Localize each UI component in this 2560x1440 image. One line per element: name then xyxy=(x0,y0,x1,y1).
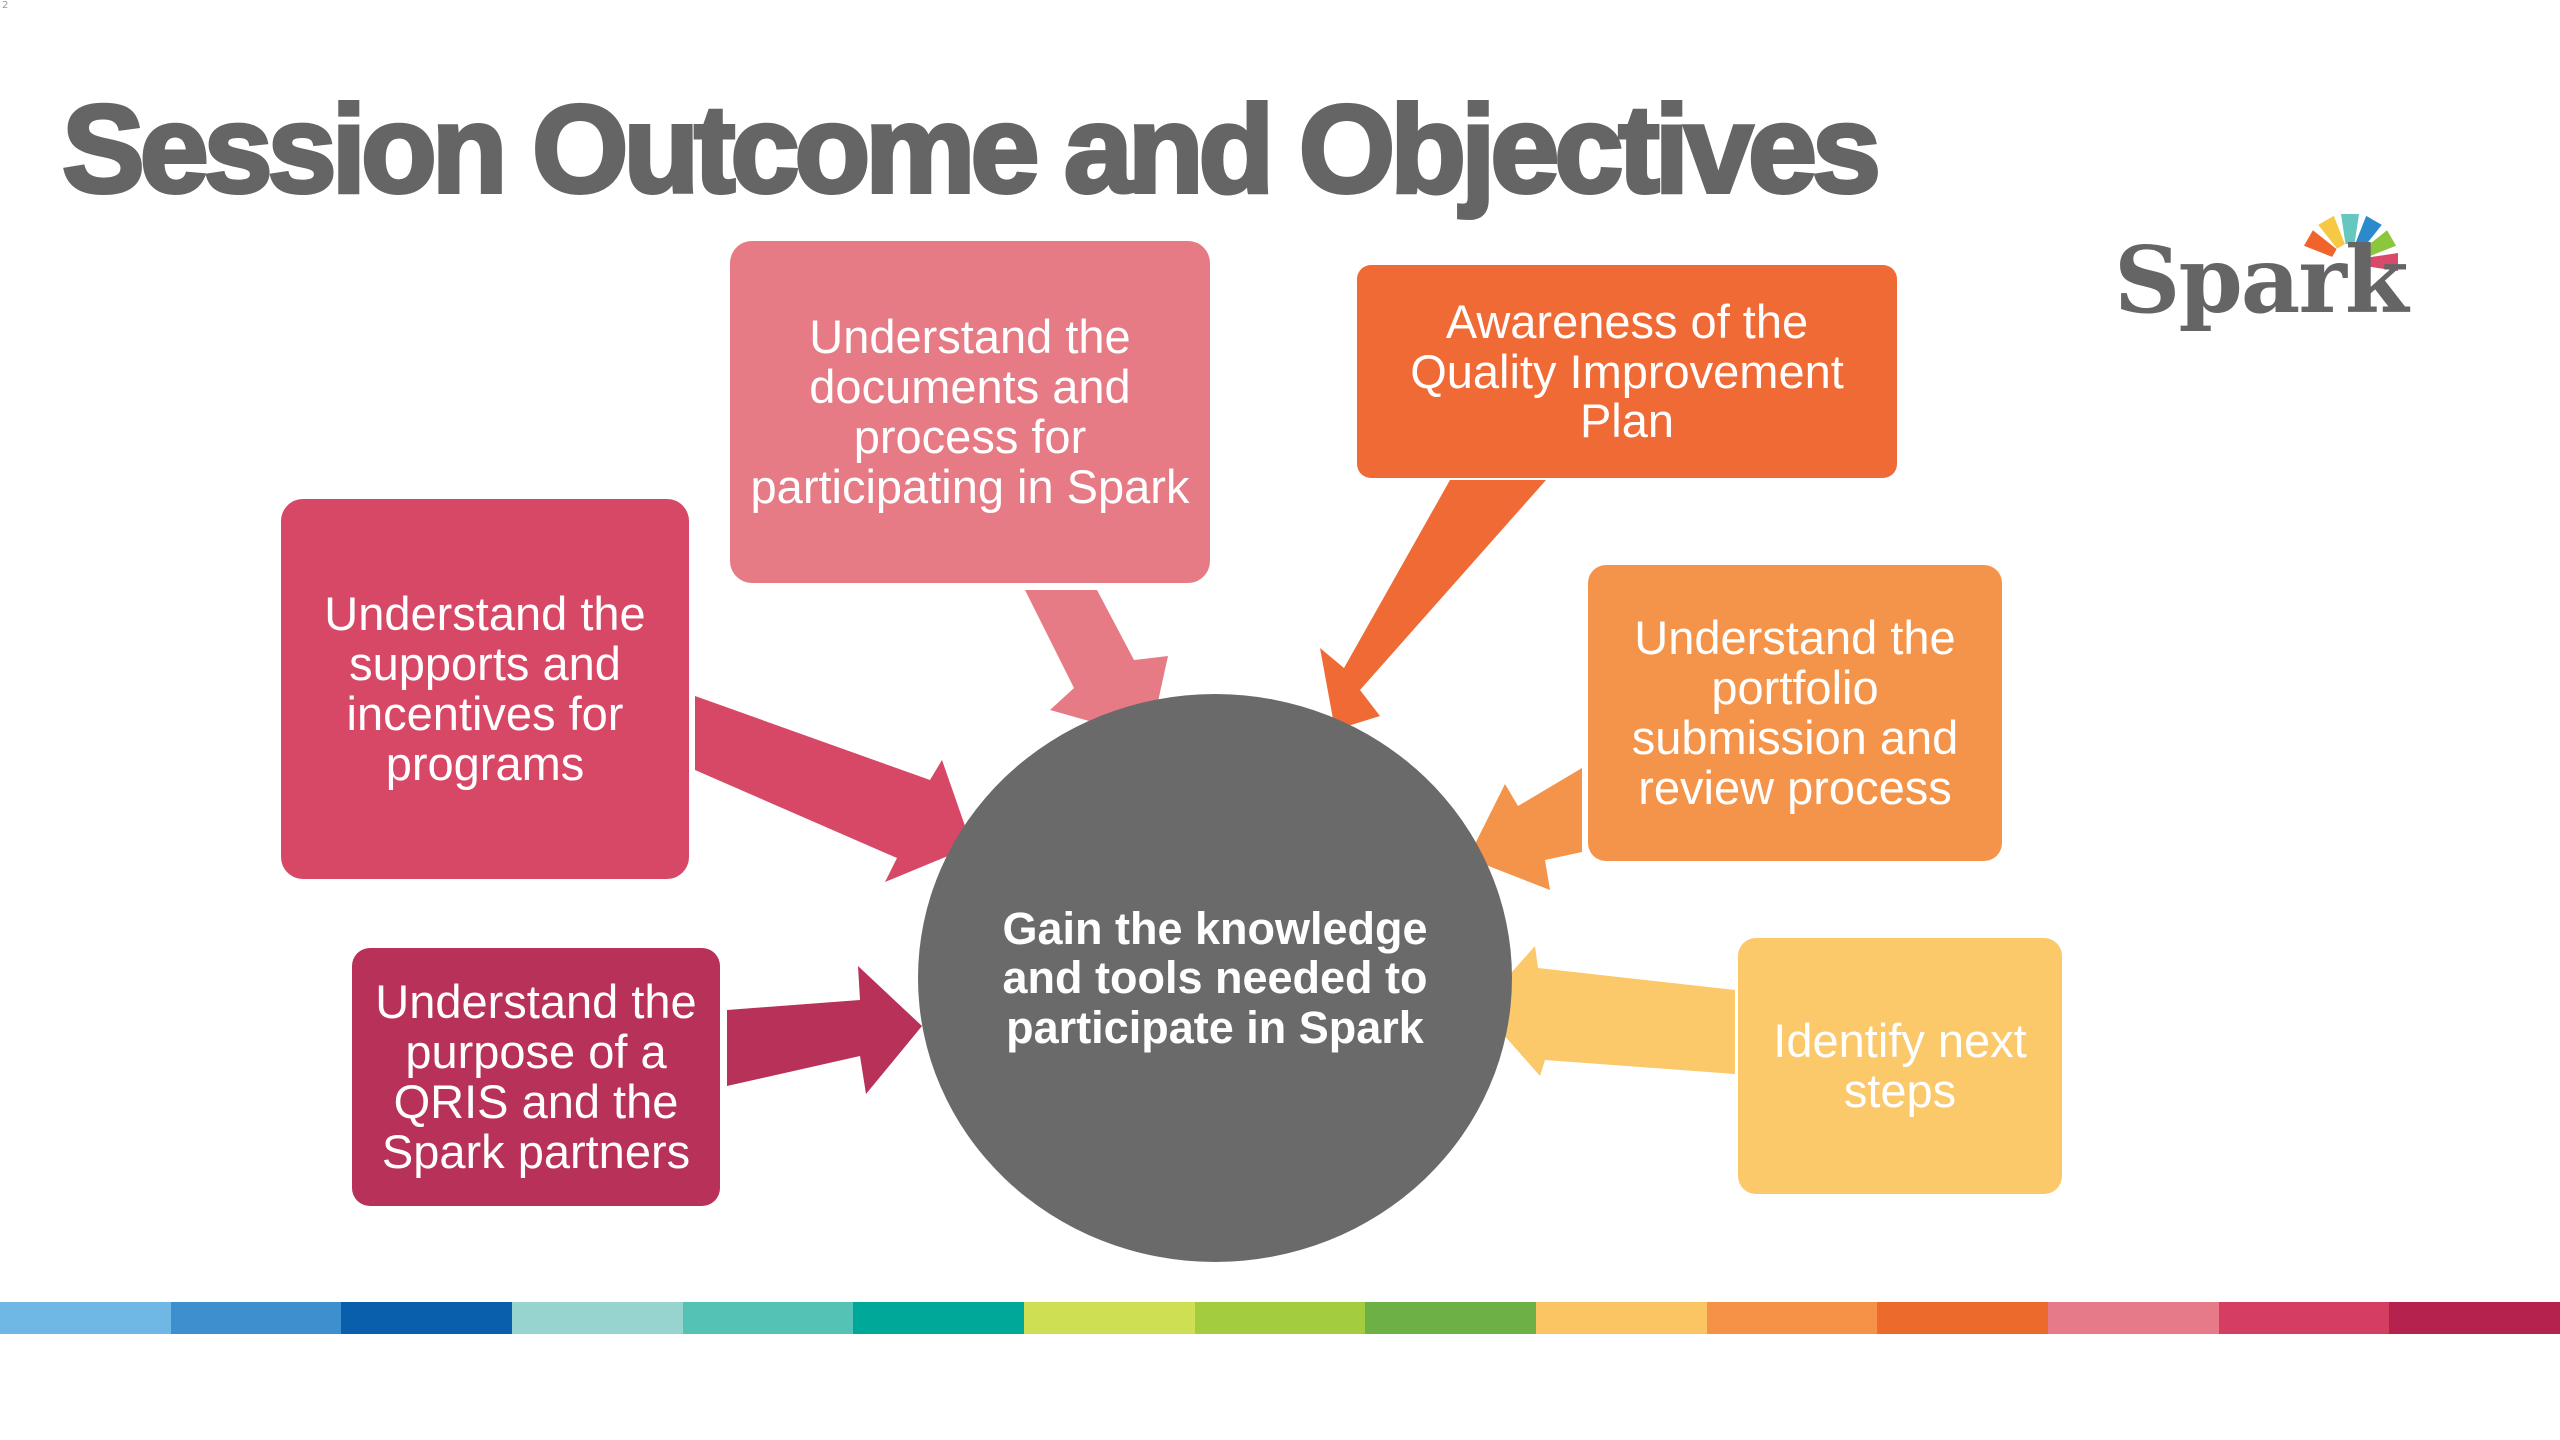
center-goal-label: Gain the knowledge and tools needed to p… xyxy=(1002,902,1428,1053)
spark-rays-icon xyxy=(2303,214,2398,271)
stripe-segment xyxy=(1024,1302,1195,1334)
stripe-segment xyxy=(682,1302,854,1334)
logo-ray xyxy=(2363,230,2397,257)
logo-ray xyxy=(2355,215,2382,249)
arrow-next-steps xyxy=(1480,946,1735,1076)
objective-label: Understand the portfolio submission and … xyxy=(1631,611,1959,814)
arrow-portfolio xyxy=(1468,768,1582,890)
logo-text: Spark xyxy=(2114,226,2409,334)
stripe-segment xyxy=(1706,1302,1878,1334)
stripe-segment xyxy=(1536,1302,1707,1334)
objective-documents: Understand the documents and process for… xyxy=(730,241,1210,583)
objective-purpose: Understand the purpose of a QRIS and the… xyxy=(352,948,720,1206)
arrow-purpose xyxy=(727,966,922,1094)
page-title: Session Outcome and Objectives xyxy=(60,81,1883,219)
objective-label: Understand the purpose of a QRIS and the… xyxy=(375,975,697,1178)
logo-ray xyxy=(2368,253,2398,271)
objective-quality-plan: Awareness of the Quality Improvement Pla… xyxy=(1357,265,1897,478)
arrow-quality-plan xyxy=(1320,480,1546,730)
objective-label: Understand the documents and process for… xyxy=(750,310,1190,513)
objective-label: Understand the supports and incentives f… xyxy=(324,587,646,790)
objective-next-steps: Identify next steps xyxy=(1738,938,2062,1194)
arrow-documents xyxy=(1025,590,1168,738)
center-goal: Gain the knowledge and tools needed to p… xyxy=(918,694,1512,1262)
stripe-segment xyxy=(0,1302,171,1334)
objective-label: Awareness of the Quality Improvement Pla… xyxy=(1410,294,1844,448)
stripe-segment xyxy=(341,1302,513,1334)
arrow-supports xyxy=(695,696,972,882)
objective-label: Identify next steps xyxy=(1773,1014,2027,1117)
stripe-segment xyxy=(1194,1302,1366,1334)
stripe-segment xyxy=(2389,1302,2560,1334)
logo-ray xyxy=(2341,214,2359,244)
stripe-segment xyxy=(1877,1302,2049,1334)
slide-number: 2 xyxy=(2,0,9,11)
objective-portfolio: Understand the portfolio submission and … xyxy=(1588,565,2002,861)
stripe-segment xyxy=(853,1302,1025,1334)
footer-color-stripe xyxy=(0,1302,2560,1334)
stripe-segment xyxy=(2048,1302,2219,1334)
stripe-segment xyxy=(170,1302,342,1334)
logo-ray xyxy=(2318,215,2345,249)
spark-logo: Spark xyxy=(2100,172,2409,352)
objective-supports: Understand the supports and incentives f… xyxy=(281,499,689,879)
stripe-segment xyxy=(512,1302,683,1334)
stripe-segment xyxy=(2218,1302,2390,1334)
logo-ray xyxy=(2303,230,2337,257)
stripe-segment xyxy=(1365,1302,1537,1334)
